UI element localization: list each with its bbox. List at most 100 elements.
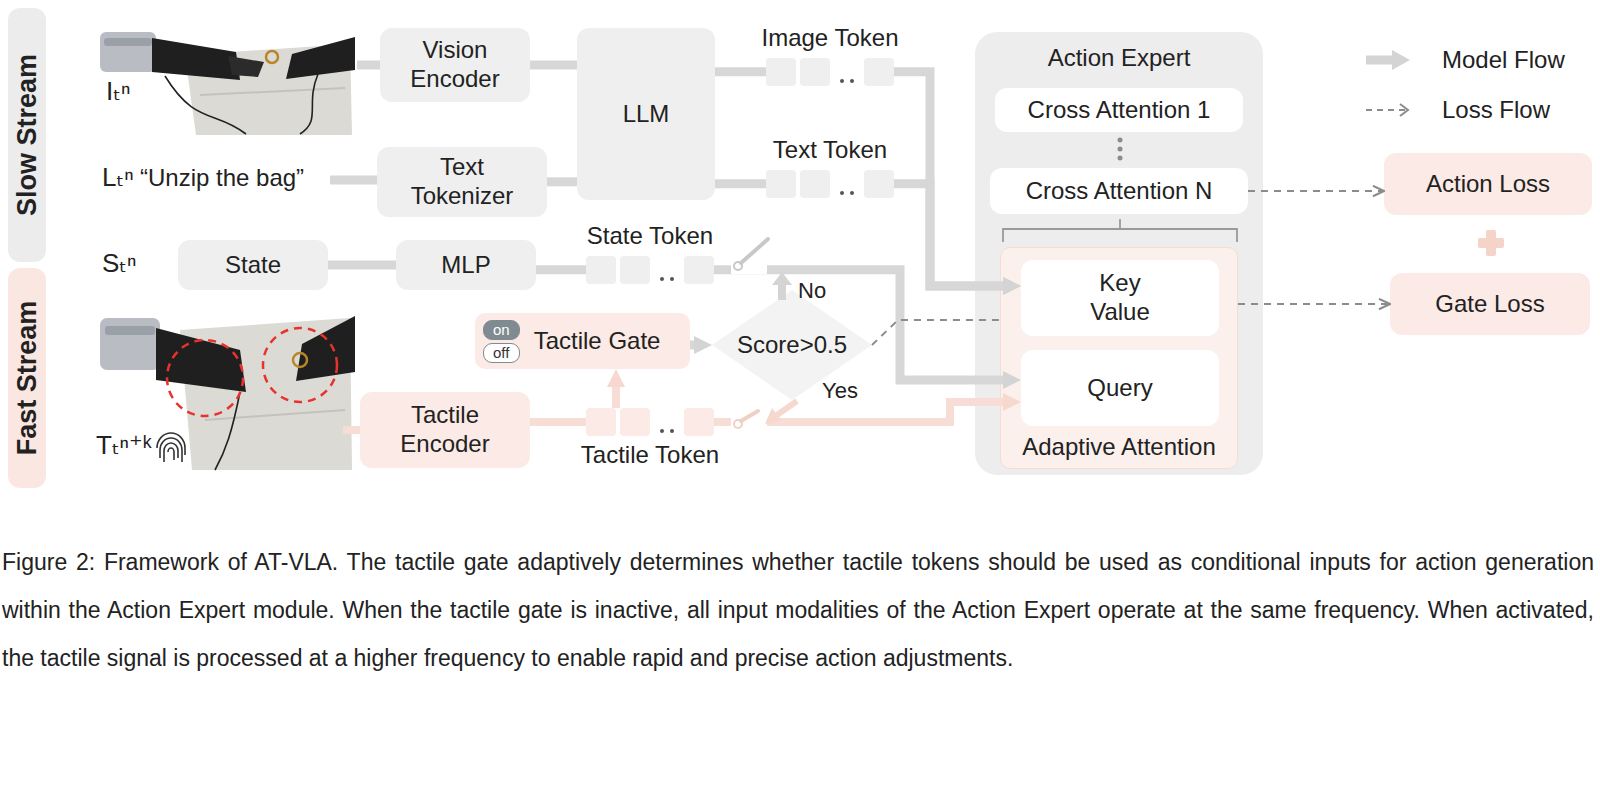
bag-shape bbox=[185, 44, 352, 135]
model-flow-arrow bbox=[612, 387, 620, 408]
band-label: Slow Stream bbox=[11, 54, 43, 216]
legend-label: Loss Flow bbox=[1442, 96, 1550, 125]
cable bbox=[215, 392, 240, 470]
toggle-label: off bbox=[483, 343, 520, 363]
switch-lever bbox=[741, 239, 768, 263]
token-ellipsis bbox=[834, 58, 860, 86]
bracket bbox=[1003, 219, 1237, 242]
loss-flow-arrow bbox=[872, 320, 1000, 345]
feed-line bbox=[330, 176, 377, 185]
switch-lever bbox=[741, 411, 758, 421]
container-title: Action Expert bbox=[975, 44, 1263, 73]
ellipsis-dot bbox=[660, 277, 664, 281]
llm-box: LLM bbox=[577, 28, 715, 200]
stream-band: Fast Stream bbox=[8, 268, 46, 488]
token-square bbox=[586, 256, 616, 284]
loss-box: Gate Loss bbox=[1390, 273, 1590, 335]
box-label: Tactile Gate bbox=[534, 327, 661, 356]
legend-label: Model Flow bbox=[1442, 46, 1565, 75]
robot-wrist bbox=[100, 32, 156, 72]
model-flow-arrow bbox=[530, 61, 577, 70]
model-flow-arrow bbox=[894, 72, 1003, 286]
contact-highlight bbox=[167, 340, 243, 416]
token-square bbox=[684, 256, 714, 284]
ellipsis-dot bbox=[840, 191, 844, 195]
adaptive-attention: Key ValueQueryAdaptive Attention bbox=[1000, 247, 1238, 469]
gripper-arm bbox=[296, 316, 355, 381]
model-flow-arrow bbox=[714, 402, 1003, 422]
loss-box: Action Loss bbox=[1384, 153, 1592, 215]
model-flow-arrow bbox=[536, 265, 586, 274]
robot-photo bbox=[100, 32, 355, 135]
token-row bbox=[766, 58, 894, 86]
box-label: Query bbox=[1087, 374, 1152, 403]
robot-wrist bbox=[104, 38, 152, 46]
token-square bbox=[620, 408, 650, 436]
token-square bbox=[864, 58, 894, 86]
box-label: Action Loss bbox=[1426, 170, 1550, 199]
ellipsis-dot bbox=[850, 79, 854, 83]
box-label: MLP bbox=[441, 251, 490, 280]
plus-sign bbox=[1486, 230, 1496, 256]
gripper-arm bbox=[286, 37, 355, 79]
token-strip: Text Token bbox=[740, 136, 920, 198]
encoder-box: Tactile Encoder bbox=[360, 392, 530, 468]
model-flow-arrow bbox=[715, 67, 766, 76]
no-arrow bbox=[778, 283, 786, 300]
token-label: State Token bbox=[587, 222, 713, 251]
input-symbol: Tₜⁿ⁺ᵏ bbox=[96, 430, 152, 461]
legend-swatch bbox=[1366, 98, 1410, 122]
input-symbol: Lₜⁿ bbox=[102, 162, 134, 193]
robot-wrist bbox=[100, 318, 160, 370]
token-square bbox=[800, 170, 830, 198]
ellipsis-dot bbox=[1118, 156, 1123, 161]
box-label: Text Tokenizer bbox=[389, 153, 535, 211]
decision-label: Score>0.5 bbox=[737, 331, 847, 360]
figure-caption: Figure 2: Framework of AT-VLA. The tacti… bbox=[2, 538, 1594, 682]
input-symbol: Iₜⁿ bbox=[106, 76, 130, 107]
region-label: Adaptive Attention bbox=[1001, 433, 1237, 462]
fingerprint-icon bbox=[157, 433, 185, 462]
feed-line bbox=[357, 61, 380, 70]
switch-gap bbox=[731, 416, 767, 432]
model-flow-arrow bbox=[547, 177, 577, 186]
token-square bbox=[684, 408, 714, 436]
toggle-switch: on off bbox=[483, 320, 520, 363]
token-square bbox=[620, 256, 650, 284]
model-flow-arrow bbox=[715, 179, 766, 188]
token-ellipsis bbox=[654, 408, 680, 436]
contact-highlight bbox=[263, 328, 337, 402]
token-ellipsis bbox=[654, 256, 680, 284]
token-row bbox=[586, 408, 714, 436]
toggle-label: on bbox=[483, 320, 520, 340]
plus-sign bbox=[1478, 238, 1504, 248]
zipper-pull bbox=[293, 353, 307, 367]
box-label: Gate Loss bbox=[1435, 290, 1544, 319]
cable bbox=[165, 76, 246, 134]
flow-sample bbox=[1366, 109, 1406, 111]
yes-arrow bbox=[777, 401, 797, 415]
ellipsis-dot bbox=[1118, 147, 1123, 152]
cable bbox=[300, 74, 318, 134]
state-box: State bbox=[178, 240, 328, 290]
model-flow-arrow bbox=[894, 184, 1003, 286]
tokenizer-box: Text Tokenizer bbox=[377, 147, 547, 217]
gripper-arm bbox=[156, 328, 246, 392]
model-flow-arrow bbox=[690, 341, 694, 350]
attention-box: Cross Attention 1 bbox=[995, 88, 1243, 132]
box-label: LLM bbox=[623, 100, 670, 129]
token-square bbox=[864, 170, 894, 198]
branch-label: No bbox=[798, 278, 826, 304]
model-flow-arrow bbox=[328, 261, 396, 270]
stream-band: Slow Stream bbox=[8, 8, 46, 262]
flow-sample bbox=[1392, 50, 1410, 70]
feed-line bbox=[343, 426, 360, 434]
switch-gap bbox=[731, 258, 767, 274]
flow-sample bbox=[1366, 56, 1392, 65]
instruction-text: “Unzip the bag” bbox=[140, 164, 304, 193]
key-value-box: Key Value bbox=[1021, 260, 1219, 336]
band-label: Fast Stream bbox=[11, 301, 43, 456]
loss-flow-arrow bbox=[1248, 190, 1384, 192]
